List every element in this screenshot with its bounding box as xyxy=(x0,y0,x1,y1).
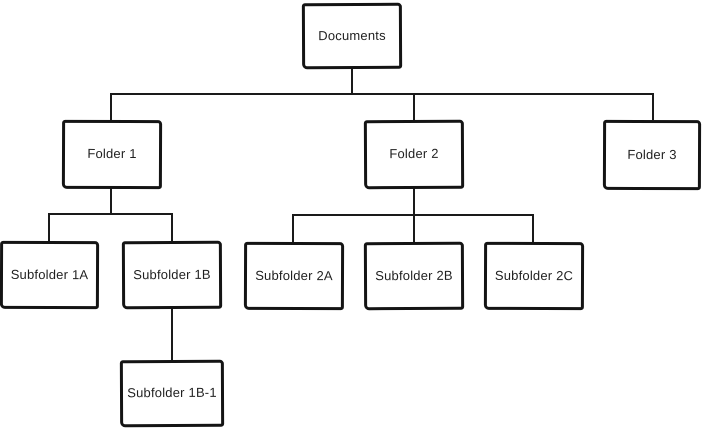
node-subfolder-2c-label: Subfolder 2C xyxy=(494,267,574,283)
connector-drop-folder1 xyxy=(110,95,112,120)
connector-documents-down xyxy=(351,68,353,95)
node-subfolder-2c: Subfolder 2C xyxy=(483,241,585,311)
connector-drop-subfolder1a xyxy=(48,215,50,241)
node-subfolder-1b: Subfolder 1B xyxy=(121,240,223,310)
node-documents-label: Documents xyxy=(318,27,386,43)
connector-drop-subfolder1b xyxy=(171,215,173,241)
node-subfolder-1b-label: Subfolder 1B xyxy=(133,266,211,283)
node-folder-3: Folder 3 xyxy=(602,119,702,191)
node-folder-1: Folder 1 xyxy=(61,119,163,190)
connector-folder2-down xyxy=(413,188,415,215)
node-subfolder-2b-label: Subfolder 2B xyxy=(375,267,453,284)
connector-bus-folder2 xyxy=(292,214,534,216)
node-folder-1-label: Folder 1 xyxy=(87,146,137,162)
node-subfolder-2a: Subfolder 2A xyxy=(243,241,345,311)
node-folder-2: Folder 2 xyxy=(363,119,465,190)
node-folder-2-label: Folder 2 xyxy=(389,146,439,162)
connector-bus-level1 xyxy=(110,93,654,95)
connector-drop-subfolder2a xyxy=(292,216,294,242)
node-subfolder-2b: Subfolder 2B xyxy=(363,241,465,311)
connector-subfolder1b-down xyxy=(171,308,173,360)
node-subfolder-1a: Subfolder 1A xyxy=(0,240,100,310)
node-subfolder-1b-1-label: Subfolder 1B-1 xyxy=(127,385,217,401)
connector-drop-subfolder2c xyxy=(532,216,534,242)
node-folder-3-label: Folder 3 xyxy=(627,146,677,162)
connector-drop-subfolder2b xyxy=(413,216,415,242)
connector-drop-folder2 xyxy=(413,95,415,120)
node-documents: Documents xyxy=(301,2,403,70)
node-subfolder-2a-label: Subfolder 2A xyxy=(255,267,333,283)
node-subfolder-1b-1: Subfolder 1B-1 xyxy=(119,359,225,428)
connector-folder1-down xyxy=(110,188,112,214)
connector-bus-folder1 xyxy=(48,213,173,215)
connector-drop-folder3 xyxy=(652,95,654,120)
node-subfolder-1a-label: Subfolder 1A xyxy=(10,266,89,282)
